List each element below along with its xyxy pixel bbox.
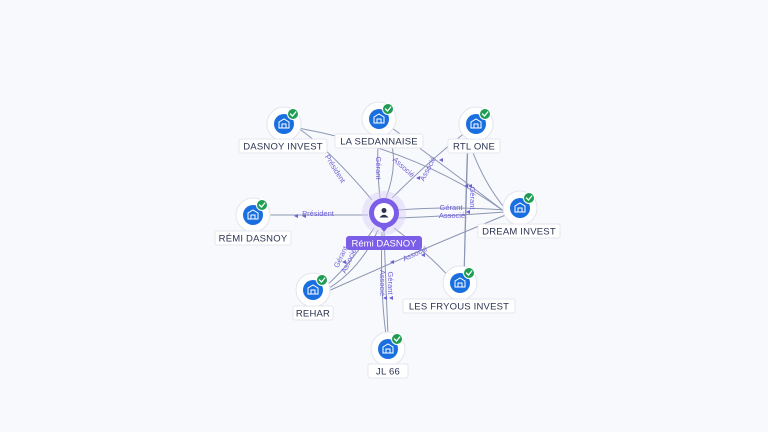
company-node-la-sedannaise[interactable]: LA SEDANNAISE	[334, 101, 424, 149]
edge-link	[325, 213, 509, 293]
verified-check-icon	[316, 274, 328, 286]
edge-label: Gérant	[440, 203, 464, 212]
edge-label: Président	[302, 209, 335, 218]
node-label-box	[477, 223, 561, 239]
building-icon	[247, 209, 259, 220]
building-icon	[373, 113, 385, 124]
center-label-box	[346, 236, 422, 250]
edge-dream-invest	[397, 207, 506, 211]
edge-arrow	[468, 184, 472, 188]
edge-label: Associé	[391, 155, 417, 179]
building-icon	[278, 118, 290, 129]
edge-arrow	[294, 214, 298, 218]
edge-label: Associé	[378, 270, 387, 296]
edge-arrow	[464, 184, 468, 188]
building-icon	[470, 118, 482, 129]
node-label-box	[367, 363, 409, 379]
edge-dasnoy-invest	[297, 127, 373, 201]
building-icon	[307, 284, 319, 295]
node-label-box	[402, 298, 516, 314]
company-node-dasnoy-invest[interactable]: DASNOY INVEST	[238, 106, 328, 154]
verified-check-icon	[523, 192, 535, 204]
company-node-les-fryous[interactable]: LES FRYOUS INVEST	[402, 265, 516, 314]
building-icon	[514, 202, 526, 213]
node-label-box	[238, 138, 328, 154]
edge-arrow	[390, 260, 394, 264]
company-node-dream-invest[interactable]: DREAM INVEST	[477, 190, 561, 239]
person-icon	[379, 208, 389, 218]
verified-check-icon	[287, 108, 299, 120]
edge-label: Gérant	[374, 157, 383, 181]
edge-link	[297, 127, 506, 213]
company-name: RÉMI DASNOY	[219, 234, 288, 245]
verified-check-icon	[479, 108, 491, 120]
building-icon	[382, 343, 394, 354]
center-node[interactable]: Rémi DASNOY	[346, 191, 422, 250]
company-name: REHAR	[296, 309, 330, 320]
edge-arrow	[389, 296, 393, 300]
edge-label: Associé	[418, 155, 438, 182]
edge-arrow	[439, 158, 443, 162]
edge-dream-invest	[463, 135, 469, 279]
company-name: DASNOY INVEST	[243, 142, 323, 153]
edge-dream-invest	[397, 211, 506, 219]
company-name: LES FRYOUS INVEST	[409, 302, 509, 313]
node-label-box	[447, 138, 501, 154]
company-node-jl66[interactable]: JL 66	[367, 331, 409, 379]
edge-label: Associé	[439, 211, 465, 220]
edge-rehar	[324, 227, 375, 288]
node-label-box	[292, 305, 334, 321]
edge-arrow	[466, 210, 470, 214]
company-name: DREAM INVEST	[482, 227, 556, 238]
verified-check-icon	[256, 199, 268, 211]
node-label-box	[214, 230, 292, 246]
verified-check-icon	[463, 267, 475, 279]
verified-check-icon	[391, 333, 403, 345]
person-name: Rémi DASNOY	[352, 239, 418, 250]
company-name: RTL ONE	[453, 142, 495, 153]
company-name: JL 66	[376, 367, 400, 378]
nodes-layer: DASNOY INVEST LA SEDANNAISE RTL ONE RÉMI DA…	[214, 101, 561, 379]
edge-arrow	[342, 260, 346, 264]
company-node-rtl-one[interactable]: RTL ONE	[447, 106, 501, 154]
edge-arrow	[421, 253, 425, 257]
company-node-remi-dasnoy-co[interactable]: RÉMI DASNOY	[214, 197, 292, 246]
edges-layer	[266, 127, 509, 336]
edge-label: Gérant	[386, 272, 395, 296]
edge-rtl-one	[391, 131, 467, 199]
edge-arrow	[416, 176, 420, 180]
edge-arrow	[302, 214, 306, 218]
node-label-box	[334, 133, 424, 149]
company-node-rehar[interactable]: REHAR	[292, 272, 334, 321]
edge-label: Gérant	[468, 187, 477, 211]
building-icon	[454, 277, 466, 288]
company-name: LA SEDANNAISE	[340, 137, 418, 148]
verified-check-icon	[382, 103, 394, 115]
edge-arrow	[383, 296, 387, 300]
